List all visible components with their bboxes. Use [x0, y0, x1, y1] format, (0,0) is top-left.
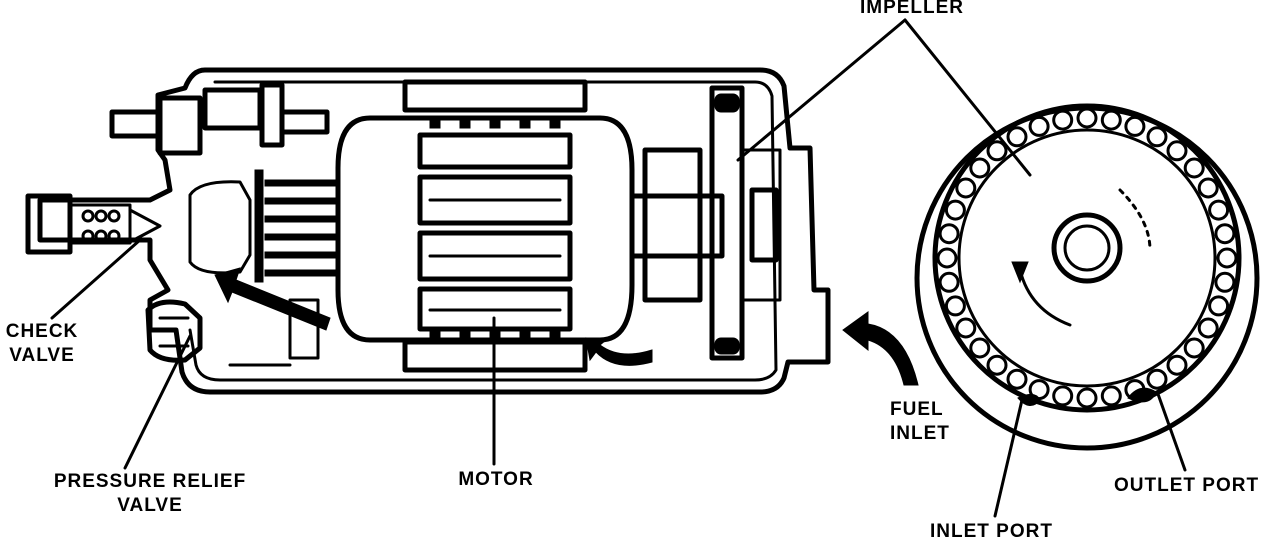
impeller-vane — [986, 354, 1008, 376]
impeller-vane — [1076, 387, 1098, 409]
leader-lines — [50, 18, 1187, 518]
impeller-vane — [1124, 115, 1146, 137]
impeller-vane — [938, 223, 960, 245]
impeller-vane — [944, 295, 966, 317]
check-valve-label: CHECK VALVE — [2, 320, 82, 368]
check-valve-label-line1: CHECK — [5, 321, 79, 342]
impeller-vane — [986, 140, 1008, 162]
impeller-label: IMPELLER — [859, 0, 965, 18]
impeller-vane — [1052, 109, 1074, 131]
impeller-vane — [1100, 109, 1122, 131]
impeller-vane — [1183, 337, 1205, 359]
fuel-inlet-label-line1: FUEL — [890, 399, 944, 420]
impeller-vane — [1214, 271, 1236, 293]
pump-housing — [25, 67, 831, 395]
impeller-vane — [1100, 385, 1122, 407]
fuel-inlet-label: FUEL INLET — [890, 398, 950, 446]
impeller-vane — [1146, 368, 1168, 390]
impeller-vane — [1006, 368, 1028, 390]
impeller-section — [629, 85, 782, 361]
impeller-vane — [1006, 126, 1028, 148]
impeller-vane — [1216, 247, 1238, 269]
pressure-relief-label-line1: PRESSURE RELIEF — [53, 471, 247, 492]
impeller-vane — [1214, 223, 1236, 245]
pressure-relief-valve-label: PRESSURE RELIEF VALVE — [40, 470, 260, 518]
impeller-vane — [1208, 295, 1230, 317]
motor-label: MOTOR — [458, 469, 534, 490]
motor-armature — [335, 79, 635, 373]
check-valve-spring — [81, 209, 121, 243]
impeller-vane — [955, 317, 977, 339]
impeller-vane — [969, 157, 991, 179]
impeller-vane — [936, 247, 958, 269]
impeller-vane — [1028, 115, 1050, 137]
impeller-vane — [969, 337, 991, 359]
impeller-vanes — [936, 107, 1238, 409]
impeller-end-view — [914, 103, 1260, 451]
impeller-vane — [1197, 177, 1219, 199]
impeller-vane — [1052, 385, 1074, 407]
internal-flow-arrows — [214, 267, 653, 366]
inlet-port-label: INLET PORT — [930, 521, 1053, 542]
check-valve-label-line2: VALVE — [9, 345, 75, 366]
impeller-vane — [1166, 140, 1188, 162]
fuel-inlet-label-line2: INLET — [890, 423, 950, 444]
armature-slots — [429, 119, 561, 339]
impeller-vane — [938, 271, 960, 293]
impeller-vane — [1197, 317, 1219, 339]
impeller-vane — [1146, 126, 1168, 148]
impeller-vane — [944, 199, 966, 221]
impeller-vane — [1208, 199, 1230, 221]
impeller-vane — [1166, 354, 1188, 376]
impeller-vane — [1076, 107, 1098, 129]
impeller-vane — [955, 177, 977, 199]
brush-comb — [264, 179, 336, 277]
fuel-inlet-arrow — [842, 311, 919, 386]
impeller-vane — [1183, 157, 1205, 179]
outlet-port-label: OUTLET PORT — [1114, 475, 1260, 496]
pressure-relief-label-line2: VALVE — [117, 495, 183, 516]
